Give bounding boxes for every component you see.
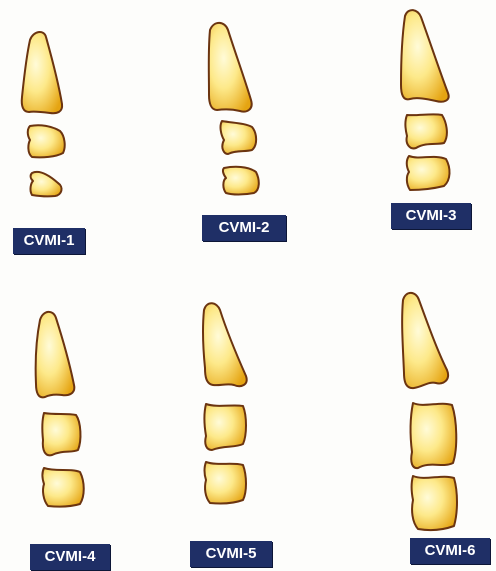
cvmi-5-c2-odontoid: [203, 303, 247, 386]
cvmi-2-label: CVMI-2: [202, 215, 286, 241]
cvmi-5-c4-body: [205, 462, 247, 504]
cvmi-1-c4-body: [30, 172, 61, 197]
cvmi-2-vertebrae: [209, 23, 259, 195]
cvmi-3-c4-body: [407, 156, 450, 190]
cvmi-4-vertebrae: [36, 312, 84, 507]
cvmi-3-label: CVMI-3: [391, 203, 471, 229]
cvmi-6-c3-body: [411, 403, 457, 468]
cvmi-1-vertebrae: [22, 32, 65, 196]
cvmi-1-c3-body: [28, 125, 65, 157]
cvmi-4-label: CVMI-4: [30, 544, 110, 570]
cvmi-5-c3-body: [205, 404, 247, 450]
cvmi-6-vertebrae: [402, 293, 457, 530]
cvmi-5-label: CVMI-5: [190, 541, 272, 567]
cvmi-5-vertebrae: [203, 303, 247, 503]
cvmi-3-c3-body: [406, 114, 447, 148]
cvmi-3-c2-odontoid: [401, 10, 449, 102]
cvmi-2-c4-body: [223, 167, 259, 195]
cvmi-6-c4-body: [412, 476, 458, 530]
cvmi-1-label: CVMI-1: [13, 228, 85, 254]
cvmi-6-label: CVMI-6: [410, 538, 490, 564]
cvmi-6-c2-odontoid: [402, 293, 448, 388]
cvmi-4-c2-odontoid: [36, 312, 75, 398]
cvmi-3-vertebrae: [401, 10, 450, 190]
cvmi-4-c3-body: [42, 413, 80, 455]
cvmi-4-c4-body: [43, 468, 84, 507]
cvmi-2-c2-odontoid: [209, 23, 252, 112]
cvmi-2-c3-body: [221, 121, 257, 154]
cvmi-1-c2-odontoid: [22, 32, 62, 113]
